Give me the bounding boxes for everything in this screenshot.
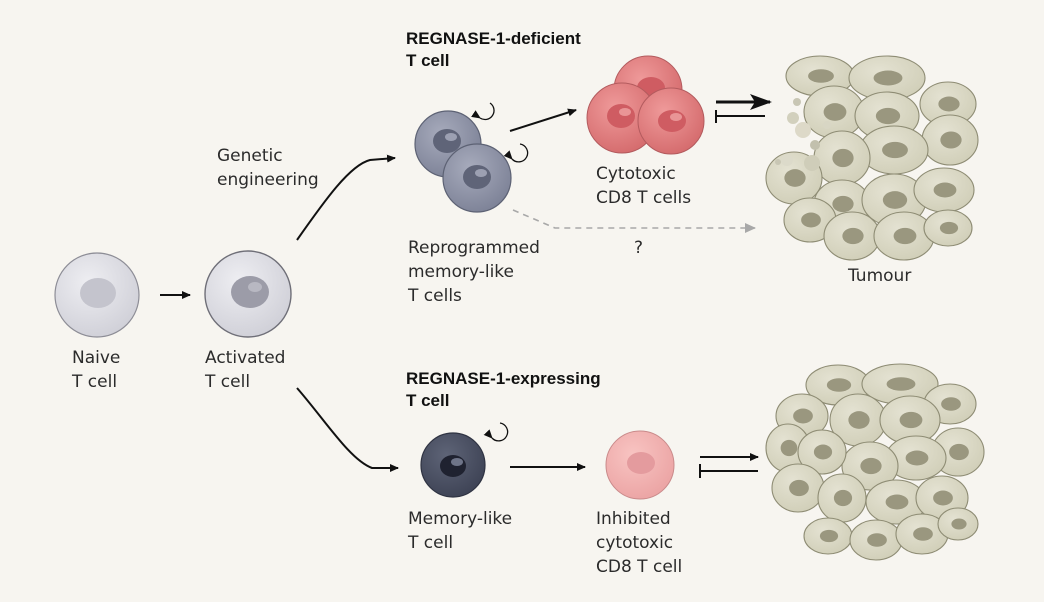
tumour-nucleus — [939, 221, 959, 235]
tumour-nucleus — [842, 227, 864, 245]
tumour-nucleus — [933, 182, 957, 198]
reprogrammed-memory-like-t-cells — [414, 110, 512, 213]
self-renewal-icon — [471, 102, 495, 121]
tumour-nucleus — [941, 397, 961, 411]
tumour-nucleus — [780, 439, 798, 457]
activated-t-cell — [204, 250, 292, 338]
tumour-nucleus — [832, 195, 854, 213]
tumour-nucleus — [899, 411, 923, 429]
regnase-expressing-header: REGNASE-1-expressing T cell — [406, 369, 601, 410]
activated-label: Activated T cell — [205, 348, 286, 392]
reprogrammed-label: Reprogrammed memory-like T cells — [408, 238, 540, 306]
tumour-nucleus — [885, 494, 909, 510]
tumour-nucleus — [938, 96, 960, 112]
tumour-nucleus — [793, 408, 813, 424]
tumour-nucleus — [893, 227, 917, 245]
tumour-nucleus — [905, 450, 929, 466]
genetic-engineering-label: Genetic engineering — [217, 146, 319, 190]
tumour-nucleus — [832, 148, 854, 168]
tumour-nucleus — [933, 490, 953, 506]
tumour-nucleus — [873, 70, 903, 86]
tumour-nucleus — [882, 141, 908, 159]
tumour-nucleus — [875, 107, 901, 125]
tumour-nucleus — [813, 444, 833, 460]
tumour-nucleus — [913, 527, 933, 541]
naive-t-cell — [54, 252, 140, 338]
inhibited-label: Inhibited cytotoxic CD8 T cell — [596, 509, 683, 577]
tumour-nucleus — [882, 191, 908, 209]
arrow-genetic-engineering — [296, 154, 396, 241]
naive-label: Naive T cell — [72, 348, 121, 392]
tumour-nucleus — [886, 377, 916, 391]
tumour-nucleus — [826, 378, 852, 392]
tumour-intact — [765, 363, 985, 561]
tumour-nucleus — [848, 411, 870, 429]
tumour-label: Tumour — [848, 266, 912, 286]
cytotoxic-cd8-t-cells — [586, 55, 705, 155]
tumour-nucleus — [949, 443, 969, 461]
tumour-nucleus — [819, 529, 839, 543]
arrow-to-cytotoxic — [509, 108, 577, 132]
question-label: ? — [634, 238, 644, 258]
tumour-nucleus — [860, 457, 882, 475]
self-renewal-icon — [503, 143, 529, 163]
uncertain-arrow — [512, 209, 756, 233]
memory-like-t-cell — [420, 432, 486, 498]
tumour-nucleus — [808, 69, 834, 83]
arrow-to-memory-like — [296, 387, 399, 472]
tumour-nucleus — [951, 518, 967, 530]
self-renewal-icon — [483, 422, 509, 442]
tumour-attacked — [765, 55, 979, 261]
cytotoxic-label: Cytotoxic CD8 T cells — [596, 164, 692, 208]
tumour-nucleus — [801, 212, 821, 228]
tumour-debris — [775, 98, 831, 171]
tumour-nucleus — [823, 103, 847, 121]
inhibited-cytotoxic-cd8-t-cell — [605, 430, 675, 500]
tumour-nucleus — [867, 533, 887, 547]
tumour-nucleus — [833, 489, 853, 507]
regnase-deficient-header: REGNASE-1-deficient T cell — [406, 29, 581, 70]
tumour-nucleus — [784, 169, 806, 187]
tumour-nucleus — [789, 479, 809, 497]
memory-like-label: Memory-like T cell — [408, 509, 513, 553]
tumour-nucleus — [940, 131, 962, 149]
